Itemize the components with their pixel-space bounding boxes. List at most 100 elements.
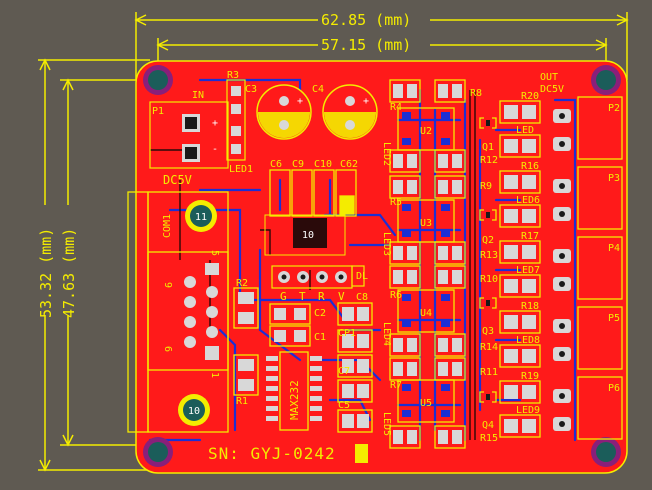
led-outline: [499, 344, 541, 368]
r9-label: R9: [480, 181, 492, 192]
q4-label: Q4: [482, 420, 494, 431]
led-pad: [504, 279, 518, 293]
ic-regulator: 10: [264, 214, 346, 256]
header-g-label: G: [280, 290, 287, 303]
c4-label: C4: [312, 84, 324, 95]
pcb-board: [135, 60, 628, 474]
resistor-outline: [499, 380, 541, 404]
com1-label: COM1: [162, 214, 173, 238]
capacitor-row-top: [269, 169, 357, 217]
r1-label: R1: [236, 396, 248, 407]
terminal-outline: [577, 96, 623, 160]
r11-label: R11: [480, 367, 498, 378]
header-v-label: V: [338, 290, 345, 303]
terminal-hole: [559, 211, 565, 217]
led-pad: [522, 279, 536, 293]
led-outline: [499, 204, 541, 228]
optocoupler-pads: [402, 112, 450, 417]
resistor-pad: [504, 315, 518, 329]
header-t-label: T: [299, 290, 306, 303]
pin6-label: 6: [162, 346, 173, 352]
terminal-hole: [559, 421, 565, 427]
u4-label: U4: [420, 308, 432, 319]
serial-number: SN: GYJ-0242: [208, 444, 336, 463]
resistor-pad: [522, 315, 536, 329]
terminal-hole: [559, 113, 565, 119]
led-label: LED6: [516, 195, 540, 206]
plus-label: +: [212, 118, 218, 129]
resistor-pad: [504, 105, 518, 119]
led-pad: [522, 349, 536, 363]
dl-label: DL: [356, 271, 368, 282]
led-pad: [522, 139, 536, 153]
led-outline: [499, 134, 541, 158]
r12-label: R12: [480, 155, 498, 166]
r14-label: R14: [480, 342, 498, 353]
u5-label: U5: [420, 398, 432, 409]
inner-width-label-bg: [318, 36, 430, 54]
pin9-label: 9: [162, 282, 173, 288]
r8-label: R8: [470, 88, 482, 99]
led3-label: LED3: [381, 232, 392, 256]
resistor-pad: [504, 385, 518, 399]
terminal-outline: [577, 166, 623, 230]
c62-label: C62: [340, 159, 358, 170]
resistor-pad: [522, 385, 536, 399]
terminal-outline: [577, 376, 623, 440]
c2-label: C2: [314, 308, 326, 319]
r4-label: R4: [390, 102, 402, 113]
p1-label: P1: [152, 106, 164, 117]
led5-label: LED5: [381, 412, 392, 436]
q3-label: Q3: [482, 326, 494, 337]
resistor-label: R18: [521, 301, 539, 312]
port-label: P5: [608, 313, 620, 324]
led-pad: [504, 349, 518, 363]
resistor-pad: [522, 245, 536, 259]
inner-height-label: 47.63 (mm): [60, 228, 78, 318]
resistor-label: R20: [521, 91, 539, 102]
terminal-hole: [559, 393, 565, 399]
svg-text:+: +: [297, 96, 303, 107]
u2-label: U2: [420, 126, 432, 137]
r3-label: R3: [227, 70, 239, 81]
port-label: P6: [608, 383, 620, 394]
r2-label: R2: [236, 278, 248, 289]
port-label: P3: [608, 173, 620, 184]
led-pad: [504, 139, 518, 153]
minus-label: -: [212, 144, 218, 155]
db9-connector-com1: [127, 191, 229, 433]
resistor-label: R16: [521, 161, 539, 172]
in-label: IN: [192, 90, 204, 101]
capacitor-c4-right: +: [322, 84, 378, 140]
lower-left-pads: [238, 292, 369, 428]
terminal-outline: [577, 306, 623, 370]
transistor-pads: [486, 120, 490, 400]
led4-label: LED4: [381, 322, 392, 346]
dl-box: [351, 265, 365, 287]
resistor-label: R17: [521, 231, 539, 242]
resistor-outline: [499, 170, 541, 194]
led-label: LED8: [516, 335, 540, 346]
c9-label: C9: [292, 159, 304, 170]
led2-label: LED2: [381, 142, 392, 166]
port-label: P4: [608, 243, 620, 254]
outer-width-label-bg: [318, 11, 430, 29]
r7-label: R7: [390, 380, 402, 391]
r13-label: R13: [480, 250, 498, 261]
inner-height-label-bg: [59, 205, 77, 315]
led-pad: [504, 209, 518, 223]
r10-label: R10: [480, 274, 498, 285]
port-label: P2: [608, 103, 620, 114]
outer-height-label: 53.32 (mm): [37, 228, 55, 318]
c5-label: C5: [338, 400, 350, 411]
led-pad: [504, 419, 518, 433]
transistors: [479, 117, 497, 403]
mounting-holes: [143, 65, 621, 467]
output-channels: R20LEDP2R16LED6P3R17LED7P4R18LED8P5R19LE…: [499, 91, 623, 440]
terminal-outline: [577, 236, 623, 300]
